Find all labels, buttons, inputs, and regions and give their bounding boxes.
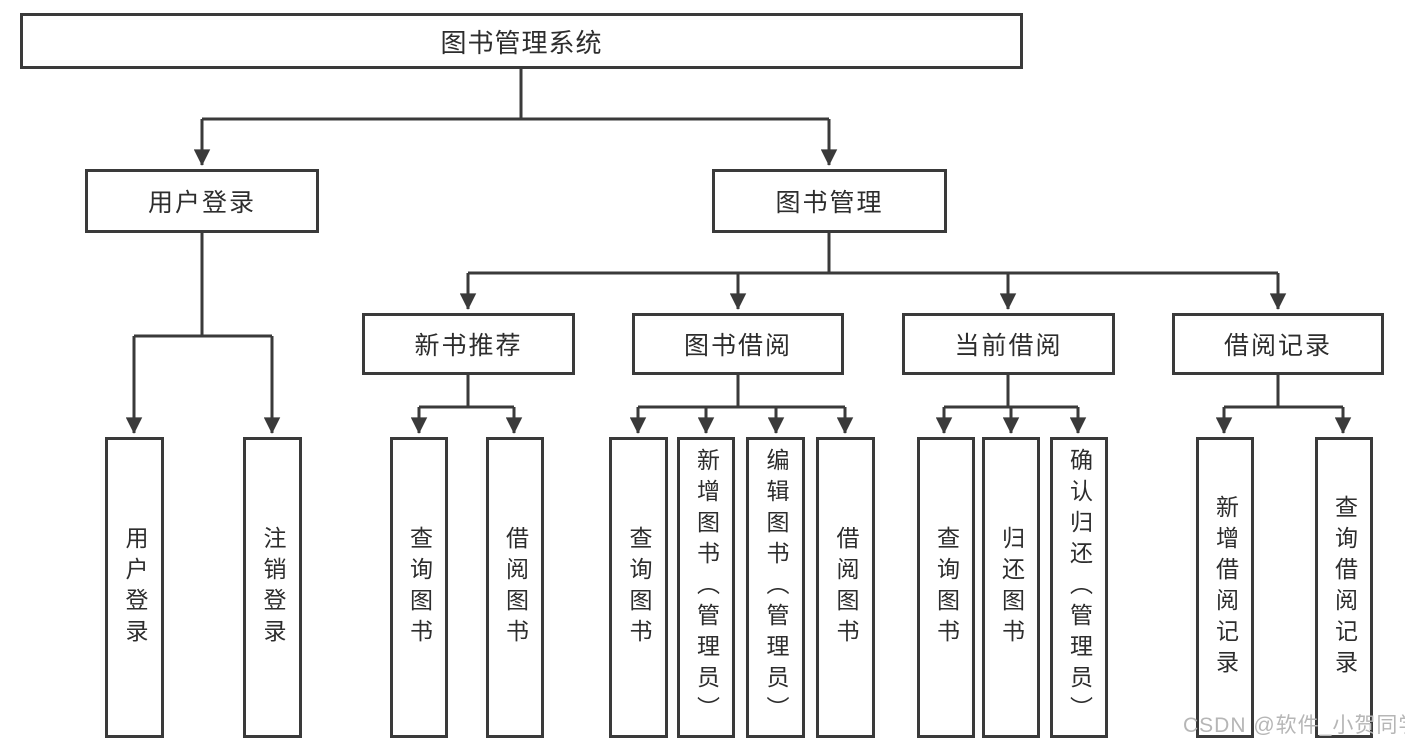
leaf-add-borrow-record: 新增借阅记录: [1196, 437, 1254, 738]
leaf-return-books: 归还图书: [982, 437, 1040, 738]
node-borrowing-records: 借阅记录: [1172, 313, 1384, 375]
node-user-login: 用户登录: [85, 169, 319, 233]
node-book-borrowing: 图书借阅: [632, 313, 844, 375]
leaf-borrow-books-borrowing: 借阅图书: [816, 437, 875, 738]
leaf-user-login: 用户登录: [105, 437, 164, 738]
node-library-management-system: 图书管理系统: [20, 13, 1023, 69]
leaf-logout: 注销登录: [243, 437, 302, 738]
leaf-query-borrow-record: 查询借阅记录: [1315, 437, 1373, 738]
node-book-management: 图书管理: [712, 169, 947, 233]
leaf-query-books-recommend: 查询图书: [390, 437, 448, 738]
leaf-edit-books-admin: 编辑图书（管理员）: [746, 437, 805, 738]
leaf-borrow-books-recommend: 借阅图书: [486, 437, 544, 738]
node-current-borrowing: 当前借阅: [902, 313, 1115, 375]
leaf-confirm-return-admin: 确认归还（管理员）: [1050, 437, 1108, 738]
leaf-query-books-current: 查询图书: [917, 437, 975, 738]
leaf-add-books-admin: 新增图书（管理员）: [677, 437, 735, 738]
csdn-watermark: CSDN @软件_小贺同学: [1183, 714, 1405, 737]
leaf-query-books-borrowing: 查询图书: [609, 437, 668, 738]
node-new-book-recommendation: 新书推荐: [362, 313, 575, 375]
